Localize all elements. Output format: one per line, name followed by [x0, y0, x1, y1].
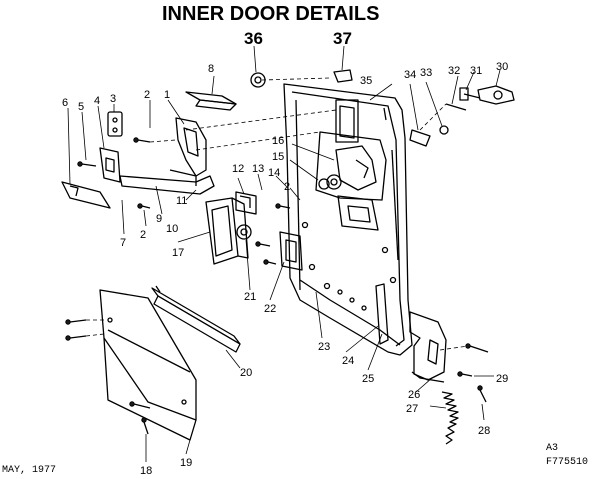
callout-15: 15 — [272, 151, 284, 163]
callout-28: 28 — [478, 425, 490, 437]
callout-2a: 2 — [144, 89, 150, 101]
callout-1: 1 — [164, 89, 170, 101]
part-3 — [107, 111, 123, 137]
callout-26: 26 — [408, 389, 420, 401]
callout-18: 18 — [140, 465, 152, 477]
part-31 — [459, 87, 481, 101]
callout-21: 21 — [244, 291, 256, 303]
lever-11 — [119, 169, 215, 195]
fastener-37 — [333, 69, 353, 83]
callout-labels: 36 37 8 1 2 3 4 5 6 7 2 9 11 10 17 12 13… — [62, 29, 508, 477]
switch-12 — [235, 191, 257, 215]
callout-37: 37 — [333, 29, 352, 48]
callout-22: 22 — [264, 303, 276, 315]
callout-11: 11 — [176, 195, 187, 207]
callout-33: 33 — [420, 67, 432, 79]
callout-8: 8 — [208, 63, 214, 75]
callout-30: 30 — [496, 61, 508, 73]
callout-25: 25 — [362, 373, 374, 385]
callout-7: 7 — [120, 237, 126, 249]
callout-32: 32 — [448, 65, 460, 77]
callout-20: 20 — [240, 367, 252, 379]
bracket-1 — [175, 117, 207, 177]
door-latch-assembly — [318, 145, 377, 191]
plate-8 — [185, 91, 237, 111]
part-34 — [409, 129, 431, 147]
callout-35: 35 — [360, 75, 372, 87]
trim-panel-19 — [99, 289, 197, 441]
footer-drawing-number: F775510 — [546, 457, 588, 468]
screws — [65, 137, 489, 435]
callout-17: 17 — [172, 247, 184, 259]
callout-3: 3 — [110, 93, 116, 105]
callout-36: 36 — [244, 29, 263, 48]
callout-12: 12 — [232, 163, 244, 175]
inner-door-panel — [283, 83, 413, 356]
callout-10: 10 — [166, 223, 178, 235]
callout-16: 16 — [272, 135, 284, 147]
callout-13: 13 — [252, 163, 264, 175]
callout-6: 6 — [62, 97, 68, 109]
callout-31: 31 — [470, 65, 482, 77]
bracket-6 — [61, 181, 111, 209]
part-32 — [445, 103, 467, 111]
callout-19: 19 — [180, 457, 192, 469]
diagram-title: INNER DOOR DETAILS — [162, 3, 379, 25]
handle-10 — [205, 197, 249, 265]
leader-lines — [67, 45, 501, 462]
hinge-22 — [279, 231, 303, 271]
rail-20 — [151, 285, 241, 353]
footer-sheet: A3 — [546, 443, 558, 454]
callout-5: 5 — [78, 101, 84, 113]
assembly-lines — [85, 77, 469, 351]
callout-2b: 2 — [140, 229, 146, 241]
callout-27: 27 — [406, 403, 418, 415]
spring-27 — [441, 391, 459, 445]
part-33 — [439, 125, 449, 135]
hinge-bracket-right — [409, 311, 447, 383]
footer-date: MAY, 1977 — [2, 465, 56, 476]
part-4 — [99, 147, 121, 183]
callout-4: 4 — [94, 95, 100, 107]
knob-21 — [236, 224, 252, 240]
callout-9: 9 — [156, 213, 162, 225]
callout-29: 29 — [496, 373, 508, 385]
assembly-30 — [477, 85, 515, 105]
callout-14: 14 — [268, 167, 280, 179]
callout-34: 34 — [404, 69, 416, 81]
callout-24: 24 — [342, 355, 354, 367]
callout-23: 23 — [318, 341, 330, 353]
callout-2c: 2 — [284, 181, 290, 193]
door-strip-25 — [375, 283, 389, 345]
